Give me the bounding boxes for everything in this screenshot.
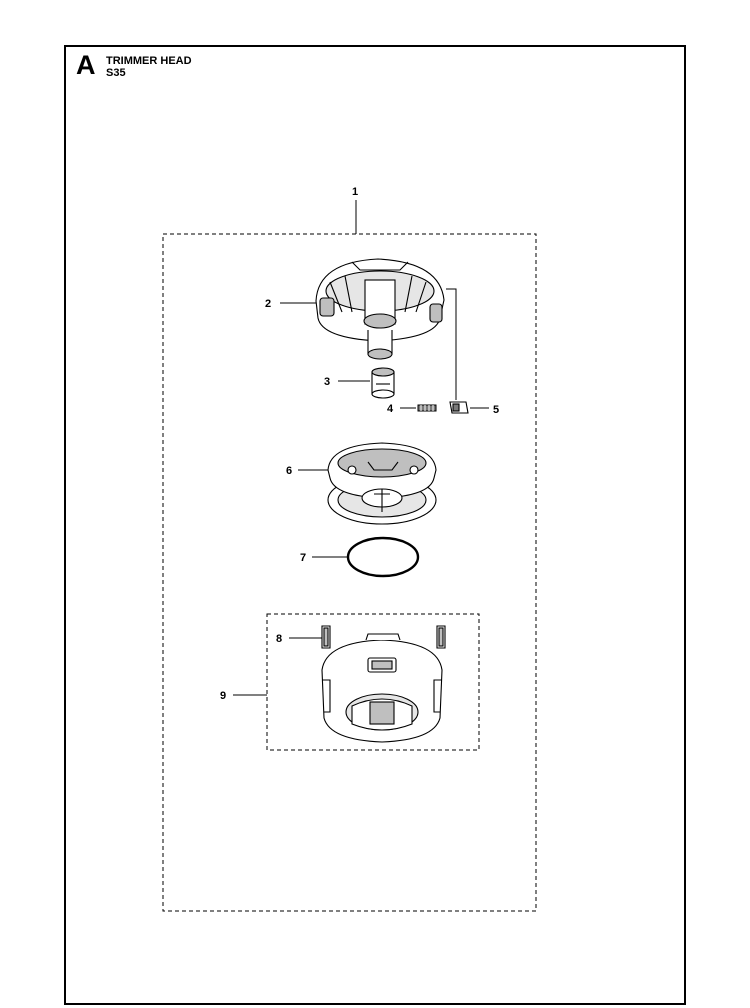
callout-8: 8 — [276, 633, 282, 645]
section-title: TRIMMER HEAD — [106, 55, 192, 67]
callout-4: 4 — [387, 403, 394, 415]
callout-1: 1 — [352, 186, 358, 198]
eyelet-part-8 — [321, 625, 446, 649]
assembly-9-boundary — [266, 613, 480, 751]
button-part-5 — [449, 401, 469, 414]
callout-5: 5 — [493, 404, 499, 416]
callout-9: 9 — [220, 690, 226, 702]
housing-part-2 — [315, 258, 445, 360]
callout-3: 3 — [324, 376, 330, 388]
spool-part-6 — [327, 442, 437, 525]
spring-part-4 — [417, 404, 437, 412]
page-frame — [64, 45, 686, 1005]
callout-7: 7 — [300, 552, 306, 564]
callout-2: 2 — [265, 298, 271, 310]
bolt-part-3 — [371, 367, 395, 399]
o-ring-part-7 — [346, 536, 420, 578]
section-letter: A — [76, 50, 96, 80]
callout-6: 6 — [286, 465, 292, 477]
leader-line-5-bracket — [446, 288, 457, 400]
cover-part-9 — [321, 633, 443, 743]
section-model: S35 — [106, 67, 126, 79]
